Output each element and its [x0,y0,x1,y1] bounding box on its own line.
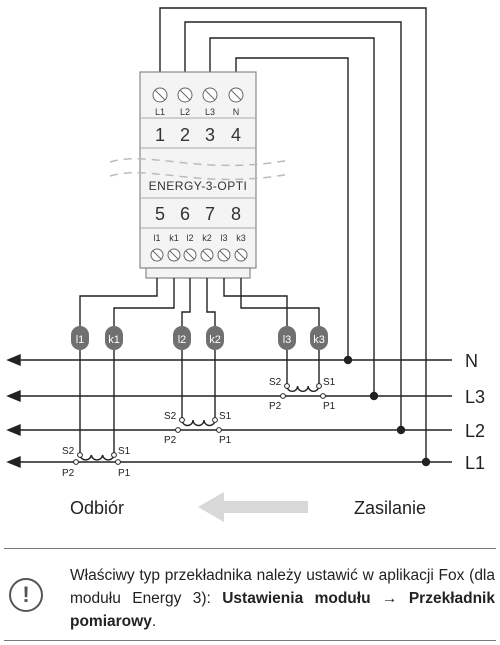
info-note: ! Właściwy typ przekładnika należy ustaw… [0,548,500,641]
ct-l3-coil [286,385,320,392]
ct-l3-s2: S2 [269,377,282,388]
current-transformers [79,385,320,461]
ct-l3-s1: S1 [323,377,336,388]
load-label: Odbiór [70,498,124,518]
ct-l1-p1: P1 [118,468,131,479]
note-divider-top [4,548,496,549]
ct-l3-p2: P2 [269,401,282,412]
energy-meter-module: L1 L2 L3 N 1 2 3 4 ENERGY-3-OPTI 5 6 7 8… [109,71,291,279]
bottom-screw-row [150,248,248,262]
terminal-number-8: 8 [231,204,241,224]
ct-l1-s1: S1 [118,446,131,457]
terminal-label-l1: L1 [155,107,165,117]
ct-tags: l1 k1 l2 k2 l3 k3 [71,326,328,350]
terminal-number-2: 2 [180,125,190,145]
module-body [139,71,257,269]
module-bottom-foot [145,267,251,279]
line-label-l2: L2 [465,421,485,441]
bottom-terminal-label-k1: k1 [169,233,179,243]
terminal-number-7: 7 [205,204,215,224]
ct-tag-k1: k1 [108,334,120,346]
ct-tag-k3: k3 [313,334,325,346]
bottom-terminal-label-k2: k2 [202,233,212,243]
ct-l2-s1: S1 [219,411,232,422]
ct-l1-p2: P2 [62,468,75,479]
bottom-terminal-label-l1: l1 [153,233,160,243]
note-bold-settings: Ustawienia modułu [222,590,371,607]
note-bold-ct: Przekładnik pomiarowy [70,590,495,630]
note-text: Właściwy typ przekładnika należy ustawić… [70,564,495,633]
exclamation-circle-icon: ! [9,578,43,612]
terminal-number-4: 4 [231,125,241,145]
bottom-terminal-label-l2: l2 [186,233,193,243]
ct-l1-s2: S2 [62,446,75,457]
feed-wire-l1 [159,7,427,462]
ct-secondary-wires [79,347,320,455]
feed-wire-l3 [209,37,375,396]
wiring-diagram: L1 L2 L3 N 1 2 3 4 ENERGY-3-OPTI 5 6 7 8… [6,7,485,522]
ct-terminal-dots [73,383,326,465]
terminal-label-l2: L2 [180,107,190,117]
ct-l1-coil [79,454,115,461]
ct-l2-p2: P2 [164,435,177,446]
terminal-number-1: 1 [155,125,165,145]
device-name: ENERGY-3-OPTI [149,179,248,193]
line-label-l1: L1 [465,453,485,473]
top-screw-row [152,87,244,103]
bottom-terminal-label-l3: l3 [220,233,227,243]
terminal-number-3: 3 [205,125,215,145]
ct-l2-coil [181,419,216,427]
ct-tag-l3: l3 [283,334,292,346]
line-label-n: N [465,351,478,371]
ct-signal-wires [79,278,320,330]
note-text-after: . [151,613,157,630]
ct-tag-l2: l2 [178,334,187,346]
note-arrow: → [370,590,409,607]
ct-l2-p1: P1 [219,435,232,446]
ct-l2-s2: S2 [164,411,177,422]
feed-wire-l2 [184,21,402,430]
note-text-before: Właściwy typ przekładnika należy ustawić… [70,567,495,607]
flow-direction-arrow-icon [198,492,308,522]
ct-tag-l1: l1 [76,334,85,346]
terminal-label-n: N [233,107,240,117]
ct-l3-p1: P1 [323,401,336,412]
line-label-l3: L3 [465,387,485,407]
note-divider-bottom [4,640,496,641]
terminal-number-6: 6 [180,204,190,224]
ct-tag-k2: k2 [209,334,221,346]
terminal-label-l3: L3 [205,107,215,117]
terminal-number-5: 5 [155,204,165,224]
power-lines [6,353,452,469]
supply-label: Zasilanie [354,498,426,518]
bottom-terminal-label-k3: k3 [236,233,246,243]
